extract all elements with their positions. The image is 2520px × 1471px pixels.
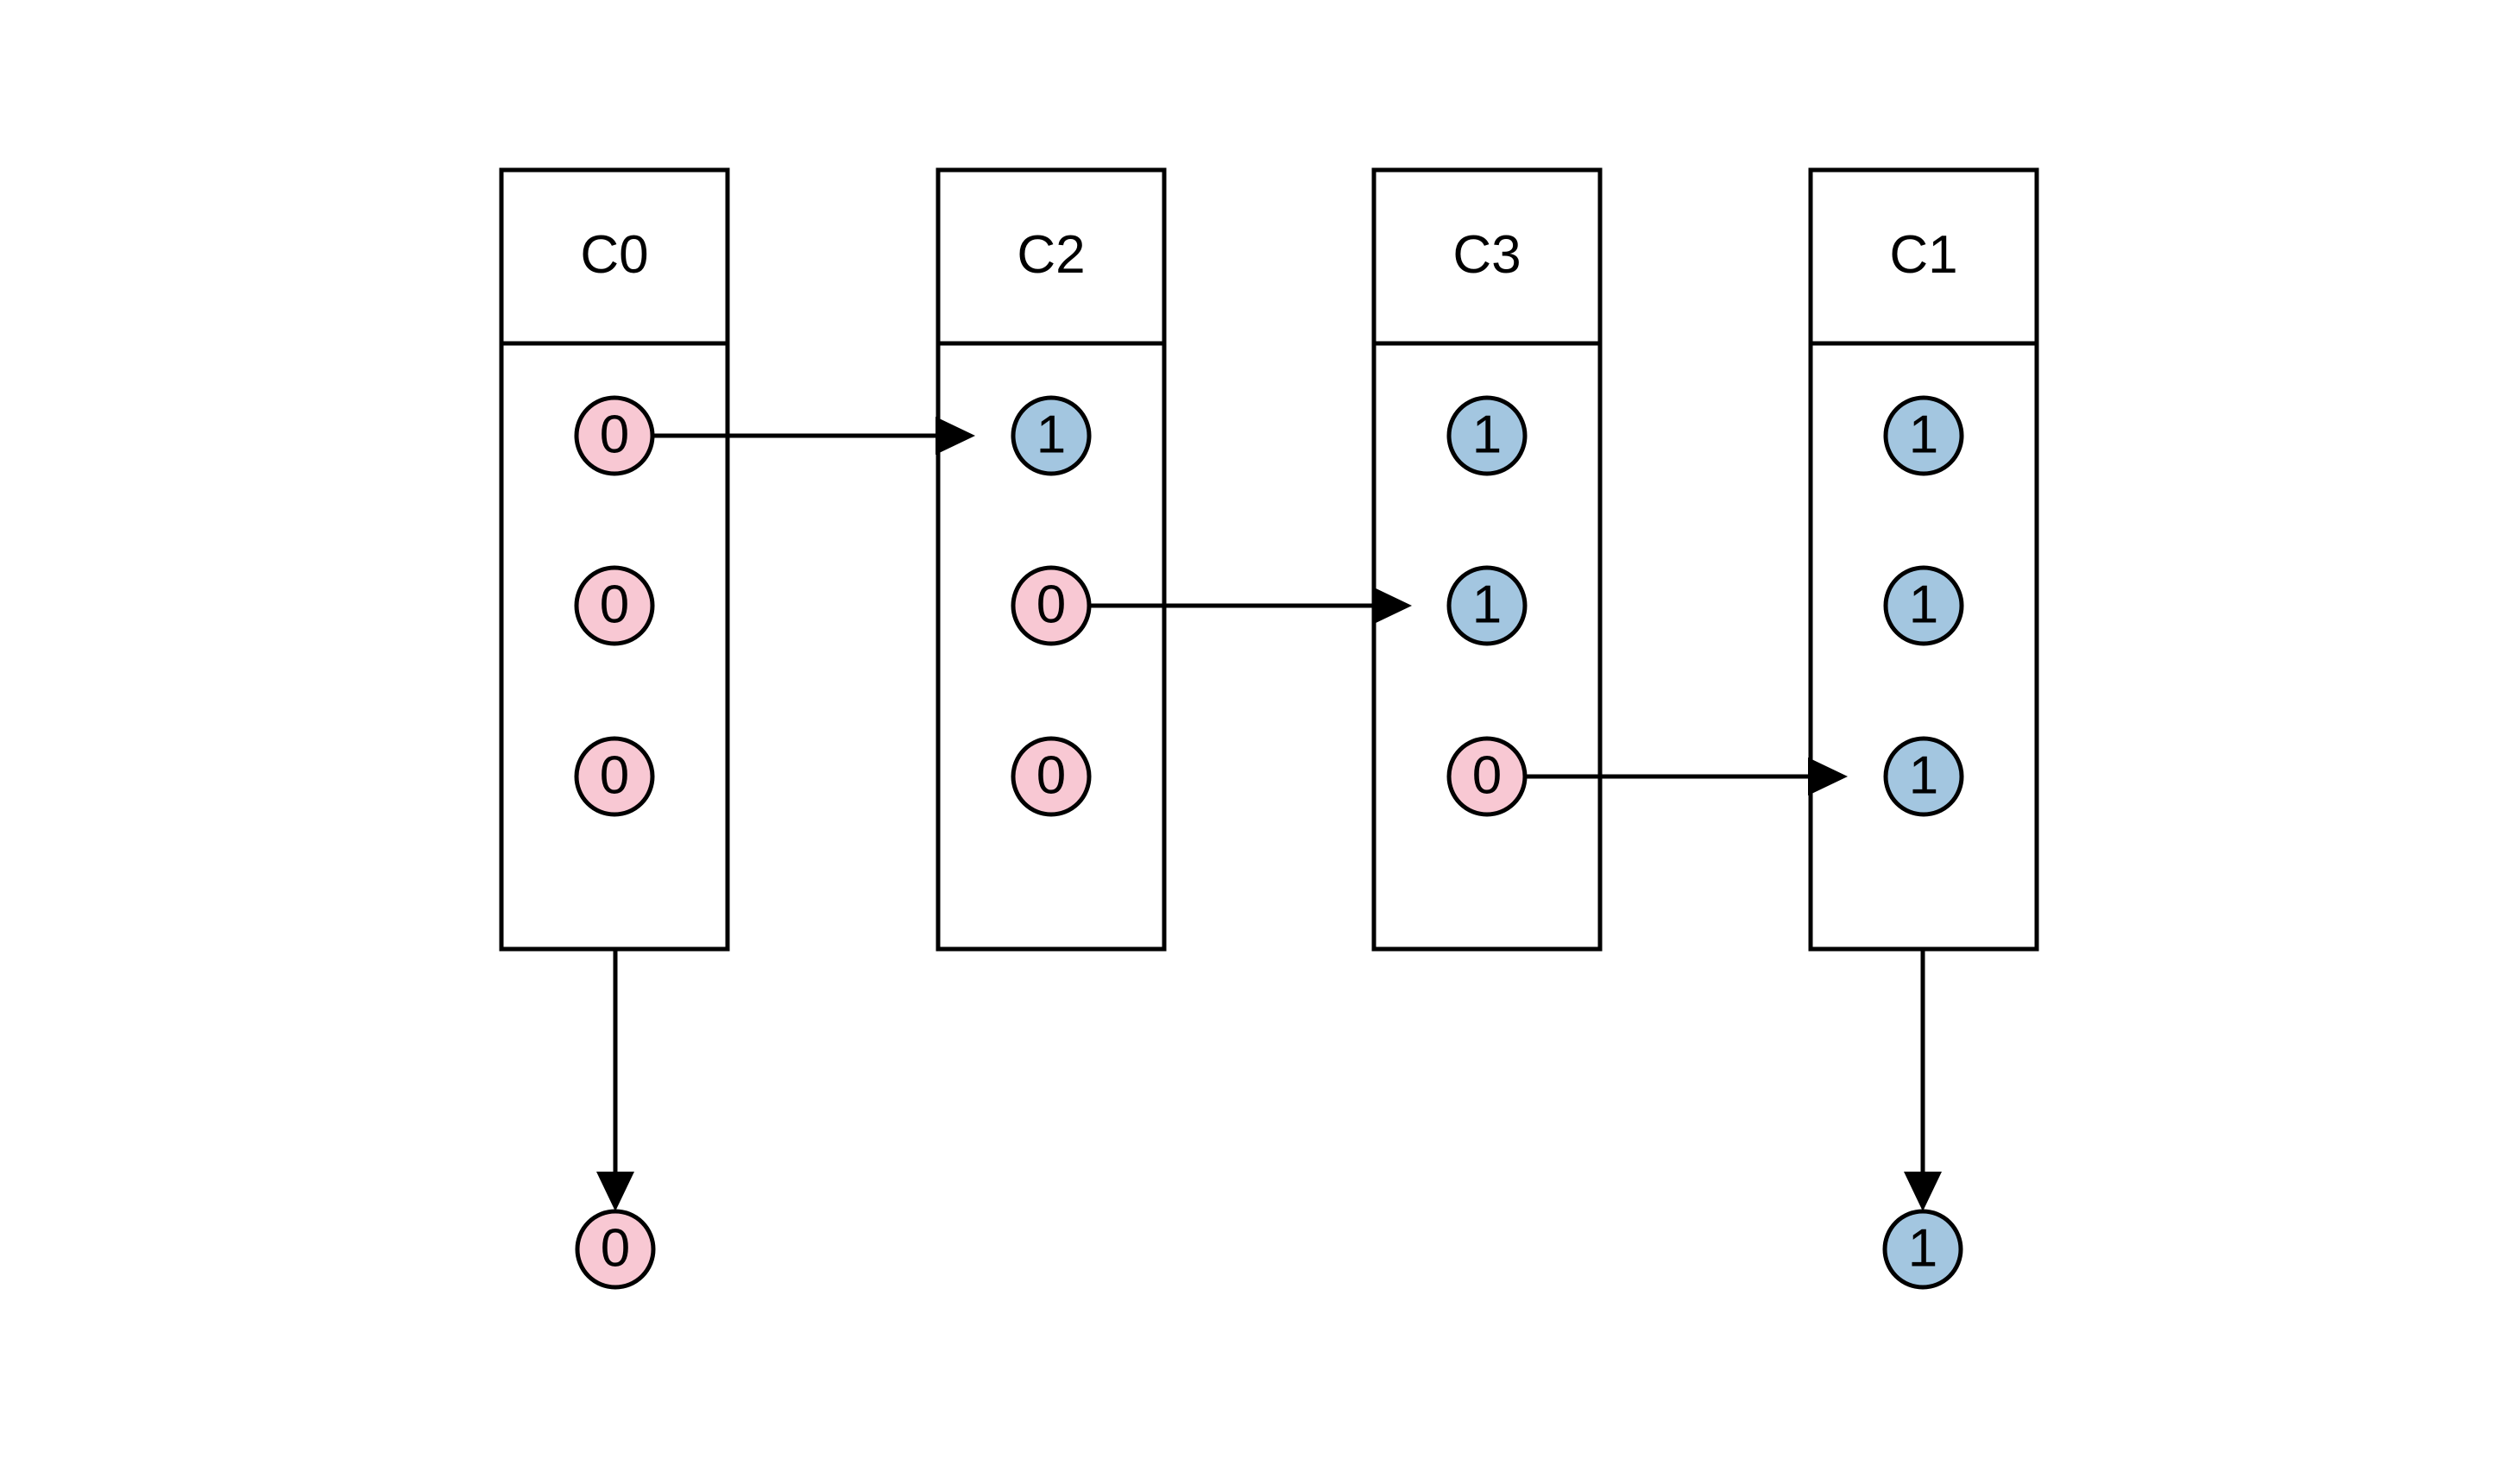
node-c1-row3-value-1[interactable] (1883, 736, 1964, 817)
node-c1-row2-value-1[interactable] (1883, 565, 1964, 646)
edge-edge-c0-box-to-out-c0 (596, 949, 634, 1211)
node-label-c3-row1: 1 (1472, 405, 1502, 464)
edge-edge-c2-row2-to-c3-row2 (1089, 587, 1412, 625)
arrowhead-edge-c3-row3-to-c1-row3 (1808, 758, 1848, 795)
column-box-c3 (1371, 167, 1603, 952)
column-c2[interactable]: C2 1 0 0 (936, 167, 1167, 952)
output-circle-out-c1-value-1[interactable] (1882, 1209, 1963, 1290)
node-c2-row3-value-0[interactable] (1011, 736, 1092, 817)
node-c1-row1-value-1[interactable] (1883, 395, 1964, 476)
node-label-c1-row2: 1 (1909, 575, 1938, 634)
node-label-c2-row1: 1 (1036, 405, 1066, 464)
output-circle-out-c0-value-0[interactable] (575, 1209, 656, 1290)
column-box-c1 (1808, 167, 2039, 952)
node-c0-row3-value-0[interactable] (574, 736, 655, 817)
column-box-c0 (499, 167, 730, 952)
node-label-c0-row2: 0 (600, 575, 629, 634)
column-c3[interactable]: C3 1 1 0 (1371, 167, 1603, 952)
output-node-out-c0[interactable]: 0 (575, 1209, 656, 1290)
edge-edge-c0-row1-to-c2-row1 (652, 417, 975, 455)
node-label-c3-row2: 1 (1472, 575, 1502, 634)
column-title-c2: C2 (1017, 225, 1085, 285)
arrowhead-edge-c0-row1-to-c2-row1 (936, 417, 975, 455)
node-label-c0-row1: 0 (600, 405, 629, 464)
node-label-c1-row3: 1 (1909, 745, 1938, 805)
column-c1[interactable]: C1 1 1 1 (1808, 167, 2039, 952)
node-c3-row1-value-1[interactable] (1446, 395, 1528, 476)
edge-edge-c1-box-to-out-c1 (1904, 949, 1942, 1211)
node-c2-row1-value-1[interactable] (1011, 395, 1092, 476)
node-label-c2-row3: 0 (1036, 745, 1066, 805)
node-c0-row2-value-0[interactable] (574, 565, 655, 646)
column-box-c2 (936, 167, 1167, 952)
column-c0[interactable]: C0 0 0 0 (499, 167, 730, 952)
arrowhead-edge-c1-box-to-out-c1 (1904, 1172, 1942, 1211)
node-c3-row2-value-1[interactable] (1446, 565, 1528, 646)
arrowhead-edge-c2-row2-to-c3-row2 (1372, 587, 1412, 625)
column-title-c3: C3 (1452, 225, 1521, 285)
arrowhead-edge-c0-box-to-out-c0 (596, 1172, 634, 1211)
column-title-c1: C1 (1889, 225, 1957, 285)
column-title-c0: C0 (580, 225, 648, 285)
edge-edge-c3-row3-to-c1-row3 (1525, 758, 1848, 795)
output-label-out-c0: 0 (601, 1218, 630, 1278)
output-label-out-c1: 1 (1908, 1218, 1937, 1278)
node-label-c3-row3: 0 (1472, 745, 1502, 805)
node-label-c2-row2: 0 (1036, 575, 1066, 634)
node-label-c1-row1: 1 (1909, 405, 1938, 464)
output-node-out-c1[interactable]: 1 (1882, 1209, 1963, 1290)
node-label-c0-row3: 0 (600, 745, 629, 805)
